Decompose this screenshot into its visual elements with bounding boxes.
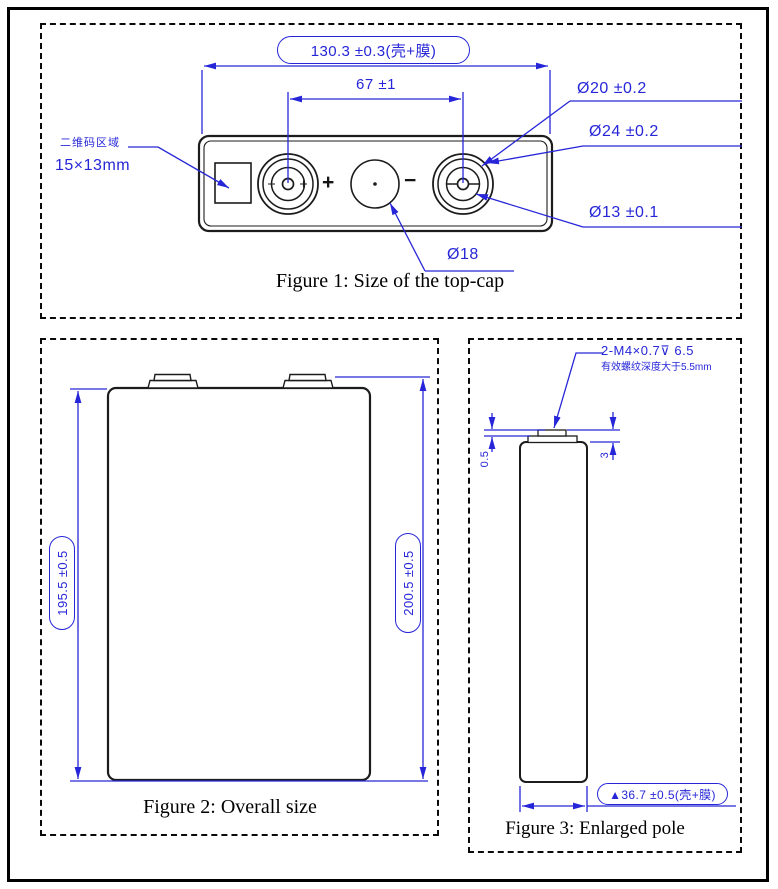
- figure3-caption: Figure 3: Enlarged pole: [505, 818, 685, 839]
- figure3-panel: [468, 338, 742, 853]
- figure1-caption: Figure 1: Size of the top-cap: [275, 270, 505, 292]
- figure2-panel: [40, 338, 439, 836]
- dia-18-label: Ø18: [447, 246, 479, 263]
- thread-spec-label: 2-M4×0.7⊽ 6.5: [601, 343, 694, 358]
- negative-polarity-mark: −: [404, 169, 417, 192]
- positive-polarity-mark: +: [322, 171, 335, 194]
- dim-pole-pitch-label: 67 ±1: [356, 76, 396, 93]
- dim-total-length-label: 130.3 ±0.3(壳+膜): [277, 36, 470, 64]
- dim-total-height-label: 200.5 ±0.5: [395, 533, 421, 633]
- dim-cap-protrusion-label: 0.5: [479, 450, 491, 468]
- dia-20-label: Ø20 ±0.2: [577, 80, 647, 97]
- dia-13-label: Ø13 ±0.1: [589, 204, 659, 221]
- dim-terminal-height-label: 3: [599, 451, 611, 459]
- qr-area-size-label: 15×13mm: [55, 157, 131, 174]
- dim-body-height-label: 195.5 ±0.5: [49, 536, 75, 630]
- thread-note-label: 有效螺纹深度大于5.5mm: [601, 362, 712, 373]
- qr-area-label: 二维码区域: [60, 137, 120, 149]
- dim-thickness-label: ▲36.7 ±0.5(壳+膜): [597, 783, 728, 805]
- dia-24-label: Ø24 ±0.2: [589, 123, 659, 140]
- figure2-caption: Figure 2: Overall size: [143, 796, 317, 818]
